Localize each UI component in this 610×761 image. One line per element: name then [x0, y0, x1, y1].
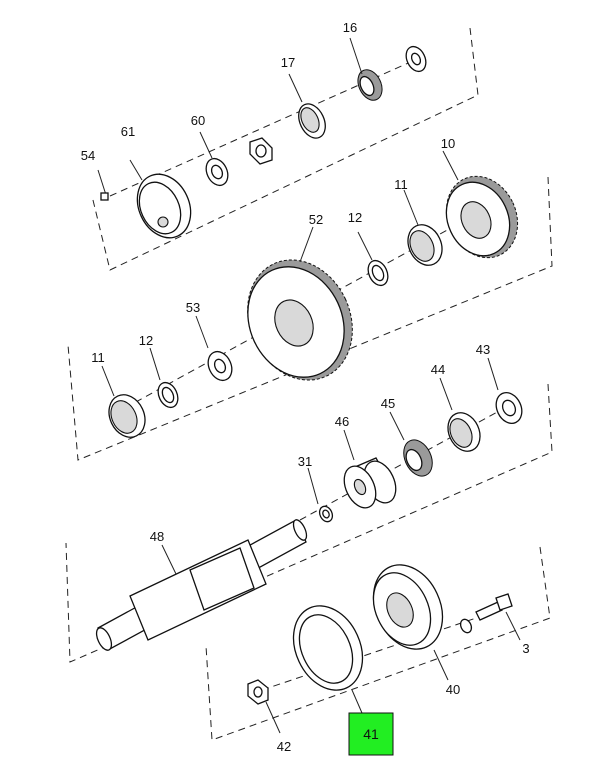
part-41-gasket	[292, 605, 364, 691]
label-40: 40	[446, 682, 460, 697]
label-60: 60	[191, 113, 205, 128]
label-46: 46	[335, 414, 349, 429]
label-52: 52	[309, 212, 323, 227]
part-54-bolt	[97, 169, 109, 201]
label-12-lower: 12	[139, 333, 153, 348]
part-44-bearing-cup	[447, 412, 481, 452]
label-44: 44	[431, 362, 445, 377]
label-11-upper: 11	[394, 177, 408, 192]
label-10: 10	[441, 136, 455, 151]
part-60-washer	[205, 157, 229, 187]
label-42: 42	[277, 739, 291, 754]
label-53: 53	[186, 300, 200, 315]
part-3-bolt	[475, 593, 513, 621]
label-12-upper: 12	[348, 210, 362, 225]
label-41: 41	[363, 726, 379, 742]
label-17: 17	[281, 55, 295, 70]
part-31-washer	[318, 505, 334, 523]
part-10-gear	[445, 175, 519, 259]
axis-line-lower	[299, 404, 511, 521]
part-52-large-gear	[247, 259, 353, 381]
label-45: 45	[381, 396, 395, 411]
part-40-housing	[372, 564, 444, 650]
label-3: 3	[522, 641, 529, 656]
part-16-bearing-cone	[357, 69, 383, 101]
part-43-washer	[495, 391, 523, 425]
part-washer-bottom	[459, 618, 473, 634]
highlight-callout-41[interactable]: 41	[348, 712, 394, 756]
label-61: 61	[121, 124, 135, 139]
label-16: 16	[343, 20, 357, 35]
label-11-lower: 11	[91, 350, 105, 365]
label-43: 43	[476, 342, 490, 357]
leader-lines	[101, 37, 521, 734]
part-washer-top-end	[405, 45, 427, 73]
part-42-nut	[247, 679, 269, 705]
part-11-bearing-cup-upper	[407, 224, 443, 266]
part-12-spacer-lower	[157, 381, 179, 409]
part-12-spacer-upper	[367, 259, 389, 287]
part-61-cover	[129, 159, 192, 239]
part-nut-top	[249, 137, 273, 165]
part-53-washer	[207, 350, 233, 382]
part-46-spacer	[343, 457, 397, 509]
label-31: 31	[298, 454, 312, 469]
label-54: 54	[81, 148, 95, 163]
part-11-bearing-cup-lower	[108, 394, 146, 438]
part-48-shaft	[95, 519, 308, 651]
part-45-bearing-cone	[403, 439, 433, 477]
label-48: 48	[150, 529, 164, 544]
group-outline-shaft	[65, 383, 553, 663]
part-17-bearing-cup	[298, 103, 326, 139]
